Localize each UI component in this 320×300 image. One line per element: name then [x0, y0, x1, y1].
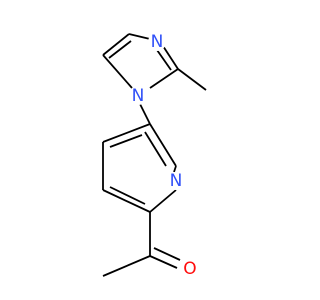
bond-c4-c5-inner — [109, 134, 143, 148]
bond-c6-n — [173, 165, 177, 173]
bond-layer — [102, 33, 207, 277]
bond-n3-c2-inner — [156, 49, 172, 71]
bond-c2-c3-double — [102, 189, 151, 213]
bond-carbonyl-o-double — [149, 255, 178, 269]
pyridine-n-background — [167, 172, 185, 190]
bond-c2-methyl — [177, 68, 207, 91]
bond-c2-n1 — [149, 68, 179, 89]
atom-label-layer: N N N O — [129, 32, 200, 279]
pyridine-n-label: N — [170, 171, 183, 191]
bond-n1-pyridine-c5 — [139, 103, 151, 125]
bond-carbonyl-o-inner — [153, 247, 181, 261]
imidazole-n1-background — [129, 87, 147, 105]
imidazole-n3-label: N — [151, 32, 164, 52]
bond-c2-c3-inner — [109, 186, 146, 205]
bond-c4-c5 — [102, 33, 130, 56]
bond-c5-c6-double — [149, 123, 177, 167]
carbonyl-o-background — [180, 259, 200, 279]
bond-c4-n3 — [128, 33, 151, 40]
bond-n-c2 — [149, 189, 177, 213]
molecule-structure: N N N O — [102, 32, 207, 279]
imidazole-n1-label: N — [132, 86, 145, 106]
molecule-canvas: N N N O — [102, 32, 207, 279]
bond-c4-c5-double — [108, 40, 132, 59]
bond-n1-c5 — [102, 54, 133, 89]
carbonyl-o-label: O — [183, 259, 196, 279]
bond-carbonyl-methyl — [102, 255, 151, 277]
imidazole-n3-background — [148, 33, 166, 51]
bond-c5-c6-inner — [144, 131, 167, 167]
bond-n3-c2-double — [162, 45, 179, 70]
bond-c5-c4 — [102, 123, 151, 143]
